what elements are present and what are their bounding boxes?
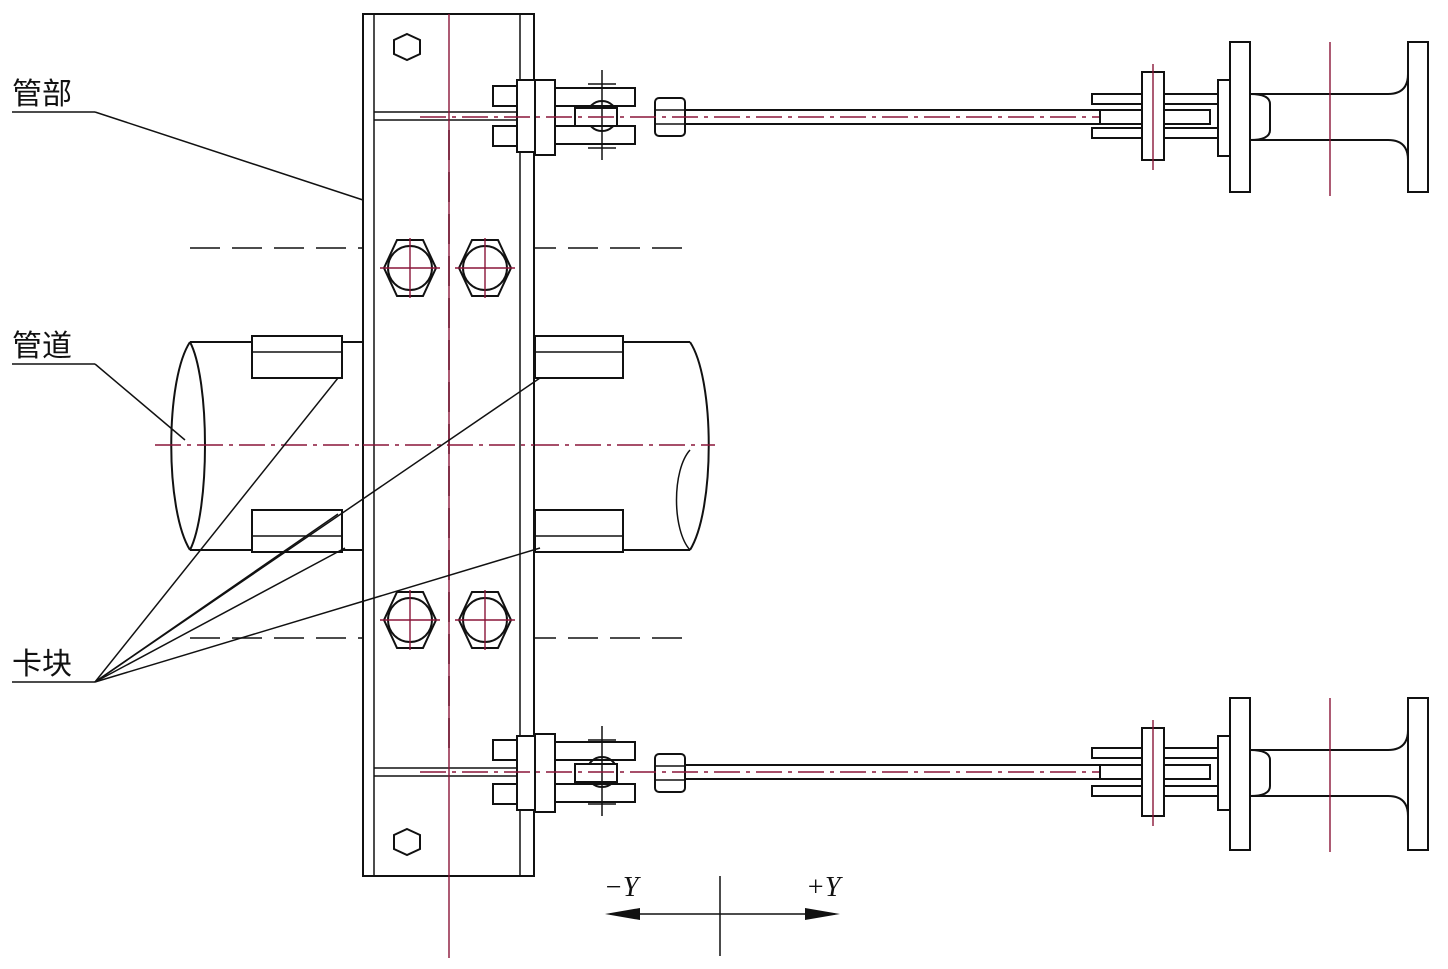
leader-pipe	[12, 363, 186, 441]
leader-clamp-blocks	[12, 377, 541, 683]
axis-label-negative: −Y	[604, 872, 642, 903]
arrow-left-icon	[605, 908, 640, 920]
hex-hole-bottom	[393, 827, 421, 857]
clamp-block-upper-right	[534, 335, 624, 379]
label-clamp-block: 卡块	[12, 647, 72, 682]
clamp-block-lower-left	[251, 509, 343, 553]
bolts-upper	[380, 238, 515, 298]
i-beam-lower	[1229, 697, 1429, 852]
leader-pipe-support	[12, 111, 364, 201]
i-beam-upper	[1229, 41, 1429, 196]
tie-rod-lower	[420, 720, 1231, 826]
y-axis-indicator: −Y +Y	[604, 872, 844, 956]
clamp-block-upper-left	[251, 335, 343, 379]
clamp-blocks	[251, 335, 624, 553]
hex-hole-top	[393, 32, 421, 62]
tie-rod-upper	[420, 64, 1231, 170]
label-pipe-support: 管部	[12, 77, 72, 112]
label-pipe: 管道	[12, 329, 72, 364]
axis-label-positive: +Y	[806, 872, 844, 903]
arrow-right-icon	[805, 908, 840, 920]
clamp-block-lower-right	[534, 509, 624, 553]
bolts-lower	[380, 590, 515, 650]
